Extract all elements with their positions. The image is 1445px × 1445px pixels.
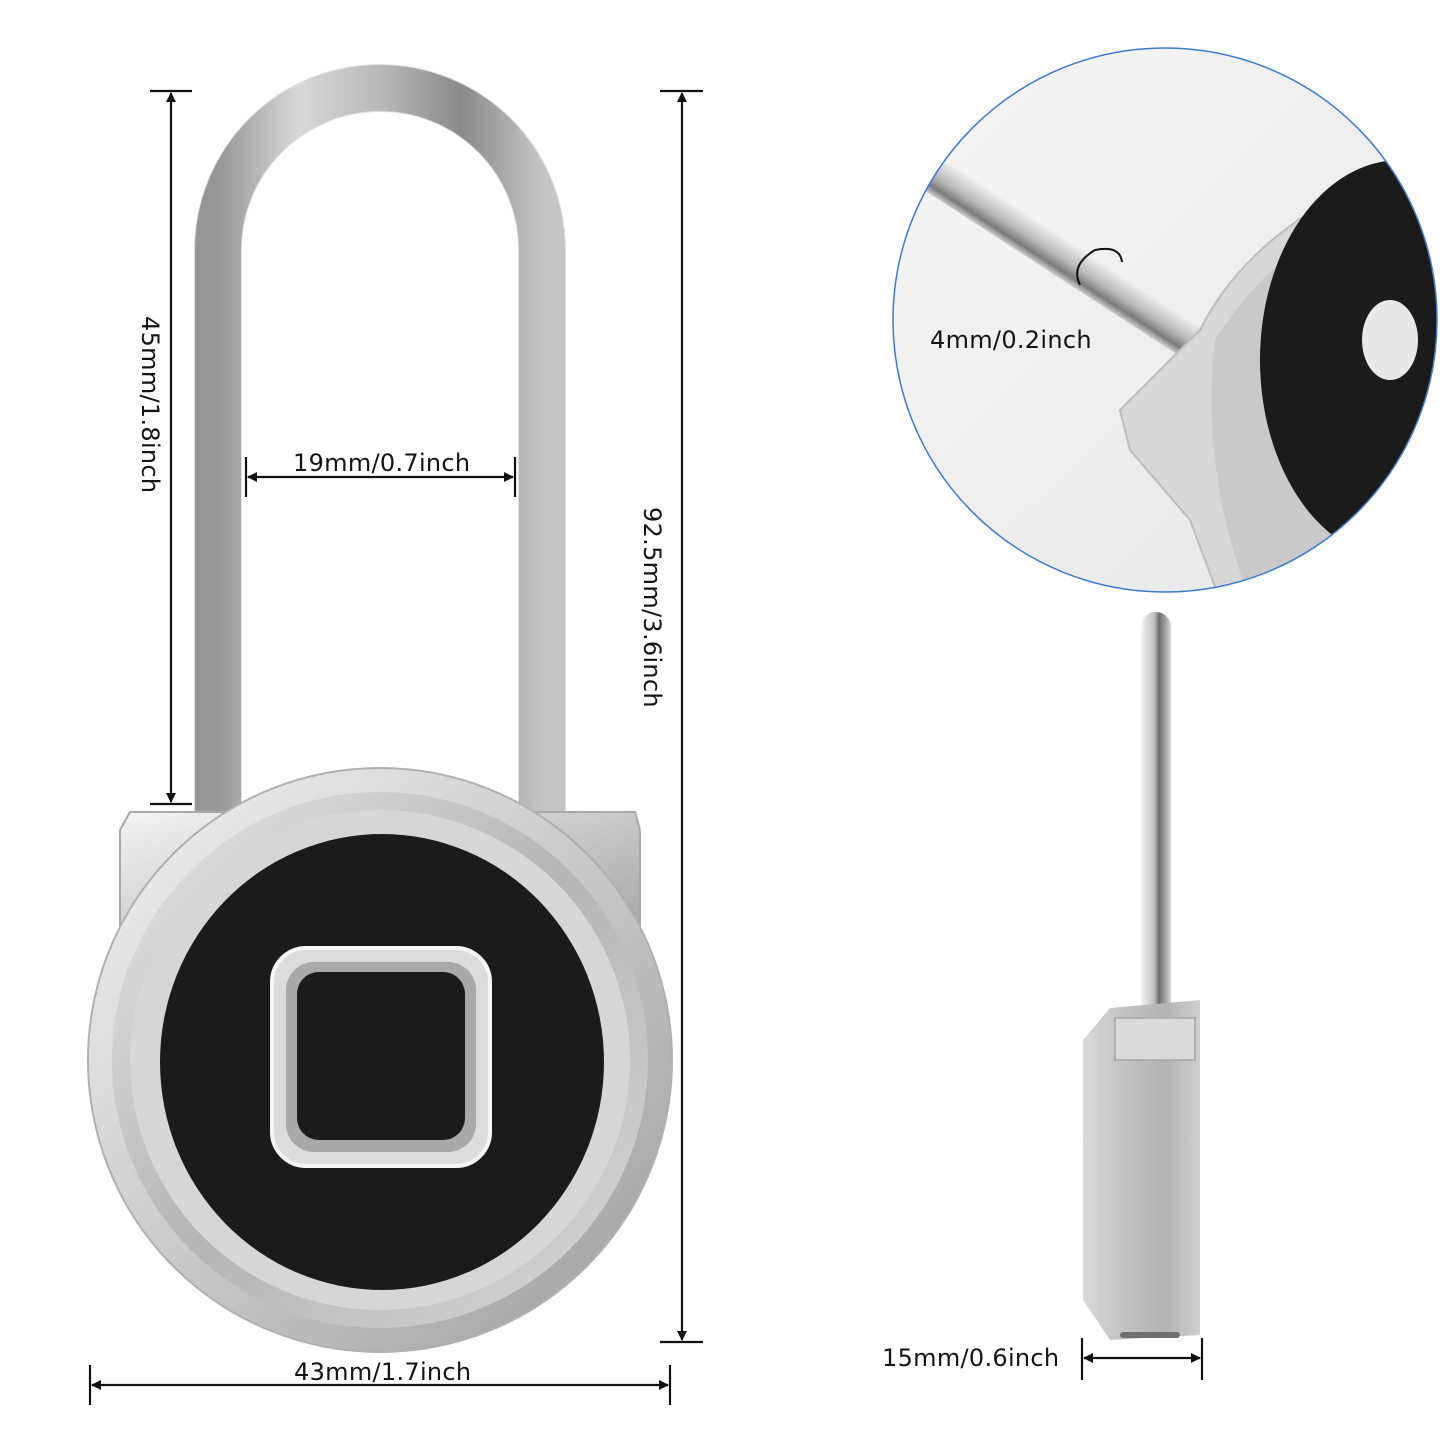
- side-body: [1083, 1000, 1200, 1340]
- shackle-diameter-label: 4mm/0.2inch: [930, 326, 1092, 354]
- fingerprint-sensor-icon: [270, 946, 492, 1168]
- dimension-lines-side: [1080, 1338, 1204, 1380]
- diameter-marker: [1076, 247, 1123, 286]
- shackle: [195, 65, 565, 820]
- body-thickness-label: 15mm/0.6inch: [882, 1344, 1060, 1372]
- shackle-height-label: 45mm/1.8inch: [136, 316, 164, 494]
- side-view-padlock: [1083, 612, 1200, 1340]
- front-view-padlock: [87, 64, 673, 1353]
- shackle-rod-detail: [893, 135, 1224, 373]
- total-height-label: 92.5mm/3.6inch: [638, 507, 666, 708]
- detail-zoom-view: [892, 47, 1438, 593]
- shackle-width-label: 19mm/0.7inch: [293, 449, 471, 477]
- dimension-lines-front: [88, 89, 703, 1405]
- body-width-label: 43mm/1.7inch: [294, 1358, 472, 1386]
